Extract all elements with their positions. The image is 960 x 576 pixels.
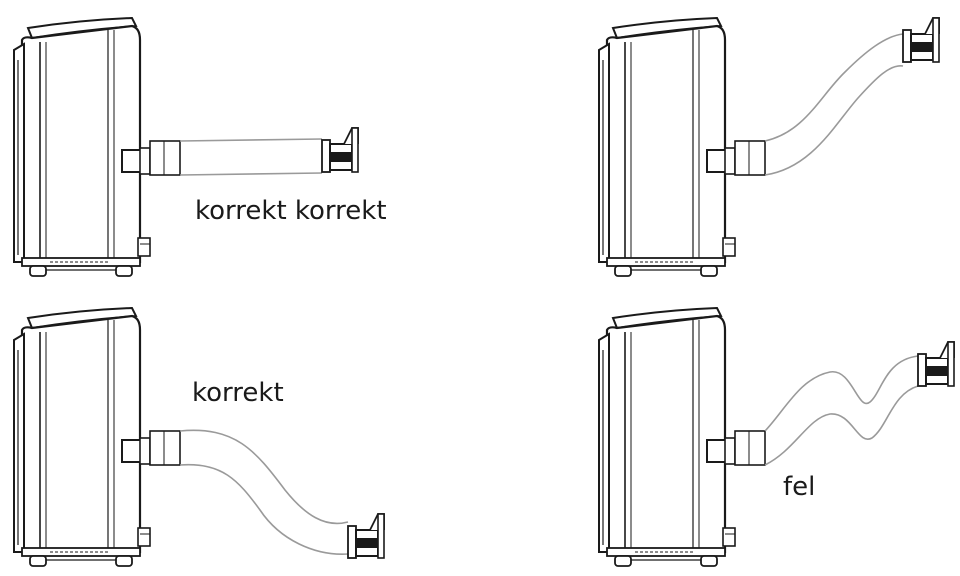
exhaust-hose-curved-down: [149, 429, 349, 555]
label-bottom-right: fel: [783, 472, 816, 502]
air-conditioner-unit: [597, 306, 737, 568]
window-adapter: [902, 17, 940, 63]
panel-top-right: [597, 16, 940, 278]
window-adapter: [347, 513, 385, 559]
window-adapter: [917, 341, 955, 387]
label-bottom-left: korrekt: [192, 378, 284, 408]
panel-bottom-right: [597, 306, 955, 568]
window-adapter: [321, 127, 359, 173]
exhaust-hose-curved-up: [734, 33, 904, 176]
exhaust-hose-wavy: [734, 355, 919, 466]
label-top-left: korrekt korrekt: [195, 196, 387, 226]
panel-top-left: [12, 16, 359, 278]
air-conditioner-unit: [597, 16, 737, 278]
exhaust-hose-straight: [149, 138, 323, 176]
air-conditioner-unit: [12, 306, 152, 568]
panel-bottom-left: [12, 306, 385, 568]
air-conditioner-unit: [12, 16, 152, 278]
